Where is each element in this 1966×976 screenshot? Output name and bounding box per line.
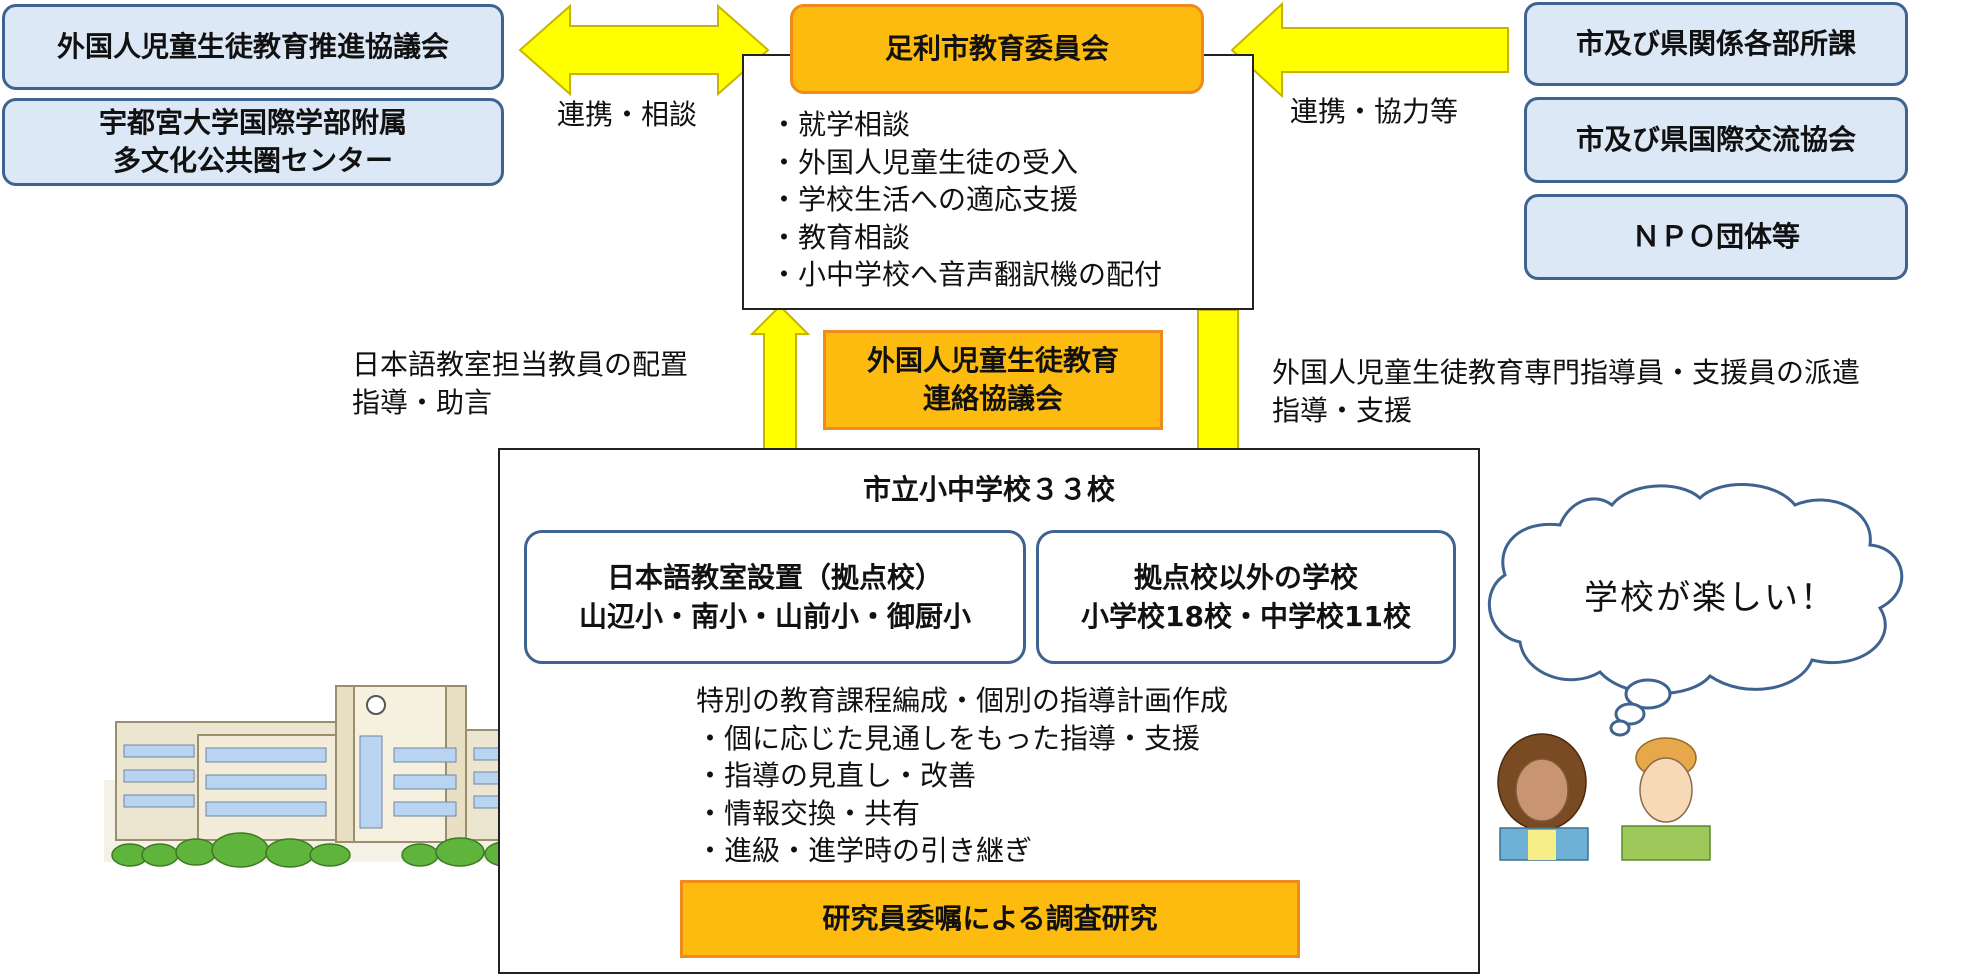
down-left-label-line1: 日本語教室担当教員の配置 <box>352 348 689 381</box>
curriculum-item: ・指導の見直し・改善 <box>696 759 977 793</box>
board-title: 足利市教育委員会 <box>884 32 1109 66</box>
org-box-npo: ＮＰＯ団体等 <box>1524 194 1908 280</box>
research-label: 研究員委嘱による調査研究 <box>822 902 1158 936</box>
down-right-label-line2: 指導・支援 <box>1272 393 1413 427</box>
board-duty-item: ・学校生活への適応支援 <box>770 183 1079 217</box>
schools-title: 市立小中学校３３校 <box>862 473 1115 506</box>
base-school-line2: 山辺小・南小・山前小・御厨小 <box>578 600 971 633</box>
org-label-line1: 宇都宮大学国際学部附属 <box>98 106 407 140</box>
other-school-line2: 小学校18校・中学校11校 <box>1081 600 1411 633</box>
link-arrow-left <box>518 3 770 97</box>
base-school-box: 日本語教室設置（拠点校） 山辺小・南小・山前小・御厨小 <box>524 530 1026 664</box>
board-duty-item: ・小中学校へ音声翻訳機の配付 <box>770 258 1163 292</box>
left-link-label: 連携・相談 <box>557 98 698 131</box>
org-label: 市及び県関係各部所課 <box>1575 27 1856 61</box>
municipal-schools-panel: 市立小中学校３３校 日本語教室設置（拠点校） 山辺小・南小・山前小・御厨小 拠点… <box>498 448 1480 974</box>
council-line2: 連絡協議会 <box>922 382 1063 415</box>
link-arrow-right <box>1230 1 1509 99</box>
down-right-label: 外国人児童生徒教育専門指導員・支援員の派遣 指導・支援 <box>1272 354 1860 429</box>
curriculum-heading: 特別の教育課程編成・個別の指導計画作成 <box>696 684 1229 717</box>
curriculum-block: 特別の教育課程編成・個別の指導計画作成 ・個に応じた見通しをもった指導・支援 ・… <box>696 682 1228 870</box>
right-link-label: 連携・協力等 <box>1290 95 1459 128</box>
down-left-label: 日本語教室担当教員の配置 指導・助言 <box>352 346 688 421</box>
curriculum-item: ・進級・進学時の引き継ぎ <box>696 834 1033 868</box>
org-box-promotion-council: 外国人児童生徒教育推進協議会 <box>2 4 504 90</box>
board-of-education-title: 足利市教育委員会 <box>790 4 1204 94</box>
org-label: 市及び県国際交流協会 <box>1575 123 1856 157</box>
curriculum-item: ・情報交換・共有 <box>696 796 921 830</box>
org-box-city-prefecture-depts: 市及び県関係各部所課 <box>1524 2 1908 86</box>
cloud-speech-text: 学校が楽しい！ <box>1584 578 1836 618</box>
board-duty-item: ・外国人児童生徒の受入 <box>770 145 1079 179</box>
other-school-line1: 拠点校以外の学校 <box>1133 560 1358 594</box>
org-label: 外国人児童生徒教育推進協議会 <box>56 30 449 64</box>
other-school-box: 拠点校以外の学校 小学校18校・中学校11校 <box>1036 530 1456 664</box>
base-school-line1: 日本語教室設置（拠点校） <box>606 560 943 594</box>
board-duty-item: ・就学相談 <box>770 108 911 141</box>
council-line1: 外国人児童生徒教育 <box>866 344 1119 378</box>
board-duty-item: ・教育相談 <box>770 220 911 254</box>
liaison-council-box: 外国人児童生徒教育 連絡協議会 <box>823 330 1163 430</box>
down-left-label-line2: 指導・助言 <box>352 385 493 419</box>
org-label-line2: 多文化公共圏センター <box>112 144 393 177</box>
org-box-utsunomiya-center: 宇都宮大学国際学部附属 多文化公共圏センター <box>2 98 504 186</box>
org-label: ＮＰＯ団体等 <box>1631 220 1800 254</box>
board-duties-list: ・就学相談 ・外国人児童生徒の受入 ・学校生活への適応支援 ・教育相談 ・小中学… <box>770 106 1162 294</box>
thought-cloud <box>1488 482 1904 737</box>
down-right-label-line1: 外国人児童生徒教育専門指導員・支援員の派遣 <box>1272 356 1861 389</box>
org-box-international-exchange: 市及び県国際交流協会 <box>1524 97 1908 183</box>
curriculum-item: ・個に応じた見通しをもった指導・支援 <box>696 721 1201 755</box>
research-box: 研究員委嘱による調査研究 <box>680 880 1300 958</box>
